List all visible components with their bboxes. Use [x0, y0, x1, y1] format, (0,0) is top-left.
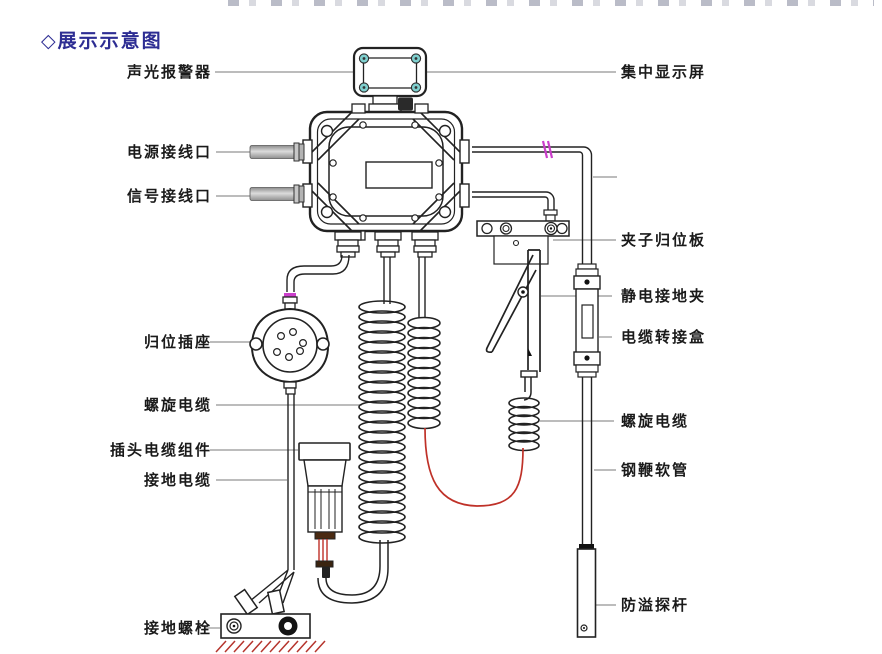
central-display: [352, 46, 428, 123]
label-spiral-cable-right: 螺旋电缆: [621, 412, 690, 430]
page-title: ◇展示示意图: [41, 30, 163, 52]
junction-box: [302, 103, 470, 258]
cable-adapter-box: [573, 263, 601, 378]
static-grounding-clamp: [485, 249, 541, 401]
label-reset-socket: 归位插座: [143, 333, 212, 351]
middle-spiral-cable: [407, 257, 524, 507]
socket-pins: [273, 328, 308, 362]
cable-glands: [334, 231, 439, 258]
steel-hose-pipe: [472, 140, 593, 547]
label-power-port: 电源接线口: [126, 143, 212, 161]
overflow-probe-rod: [576, 544, 597, 638]
reset-socket: [249, 254, 350, 395]
clamp-rest-plate: [476, 220, 570, 265]
plug-cable-assembly: [298, 442, 351, 578]
nameplate: [365, 161, 433, 189]
label-ground-bolt: 接地螺栓: [143, 619, 212, 637]
label-signal-port: 信号接线口: [126, 187, 212, 205]
ground-hatching: [215, 640, 326, 653]
label-plug-cable-assembly: 插头电缆组件: [109, 441, 212, 459]
label-display: 集中显示屏: [621, 63, 707, 81]
power-cable: [249, 142, 305, 162]
ground-cable: [287, 394, 295, 570]
label-adapter-box: 电缆转接盒: [621, 328, 707, 346]
label-ground-cable: 接地电缆: [143, 471, 212, 489]
label-steel-hose: 钢鞭软管: [621, 461, 690, 479]
main-spiral-cable: [317, 257, 406, 604]
label-static-clamp: 静电接地夹: [621, 287, 707, 305]
alarm-sounder: [398, 97, 413, 111]
signal-cable: [249, 184, 305, 204]
clamp-signal-wire: [472, 191, 558, 222]
label-spiral-cable-left: 螺旋电缆: [143, 396, 212, 414]
plug-red-wires: [318, 539, 328, 562]
label-probe-rod: 防溢探杆: [621, 596, 690, 614]
corner-screws: [320, 124, 452, 219]
label-clamp-plate: 夹子归位板: [621, 231, 707, 249]
grounding-bolt: [215, 569, 326, 653]
cable-break-mark: [541, 140, 554, 159]
label-alarm: 声光报警器: [126, 63, 212, 81]
cropped-text-strip: [228, 0, 874, 6]
clamp-spiral-cable: [508, 397, 540, 452]
cable-break-mark: [284, 293, 296, 297]
red-link-cable: [424, 427, 524, 507]
